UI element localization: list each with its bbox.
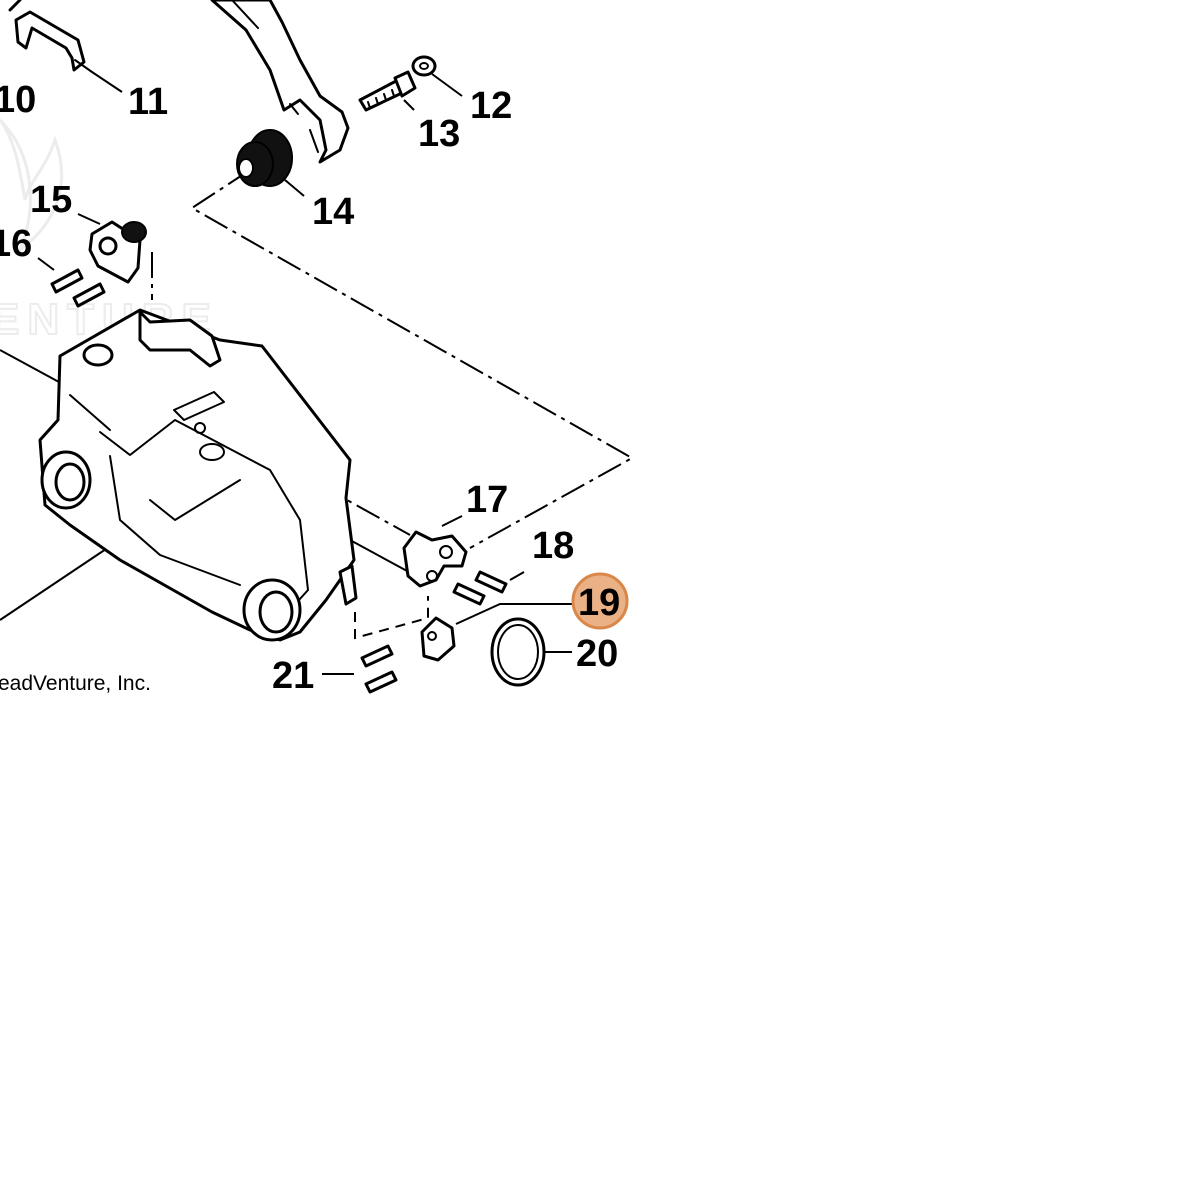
callout-18[interactable]: 18	[532, 525, 574, 567]
leader-housing-bottom	[0, 544, 113, 621]
callout-labels: 10 11 12 13 14 15 16 17 18 19 20 21	[0, 79, 620, 697]
part-o-ring-20	[490, 617, 546, 687]
part-handle-bar	[210, 0, 350, 164]
part-housing	[38, 308, 358, 642]
callout-15[interactable]: 15	[30, 179, 72, 221]
callout-13[interactable]: 13	[418, 113, 460, 155]
callout-11[interactable]: 11	[128, 81, 168, 123]
callout-14[interactable]: 14	[312, 191, 354, 233]
part-tensioner	[88, 220, 147, 284]
copyright-text: eadVenture, Inc.	[0, 672, 151, 695]
callout-19[interactable]: 19	[578, 582, 620, 624]
part-screws-18	[452, 570, 508, 606]
part-bolt	[358, 70, 417, 112]
callout-21[interactable]: 21	[272, 655, 314, 697]
part-washer	[411, 55, 437, 77]
part-pulley	[236, 129, 293, 187]
callout-10[interactable]: 10	[0, 79, 36, 121]
callout-leaders	[37, 71, 572, 675]
part-screws-16	[50, 268, 106, 308]
part-bracket-17	[402, 530, 468, 588]
part-handle-bracket	[8, 0, 93, 73]
callout-17[interactable]: 17	[466, 479, 508, 521]
callout-16[interactable]: 16	[0, 223, 32, 265]
callout-12[interactable]: 12	[470, 85, 512, 127]
callout-19-highlight	[571, 572, 629, 630]
callout-20[interactable]: 20	[576, 633, 618, 675]
part-screws-21	[360, 644, 398, 694]
part-clamp-19	[420, 616, 456, 662]
